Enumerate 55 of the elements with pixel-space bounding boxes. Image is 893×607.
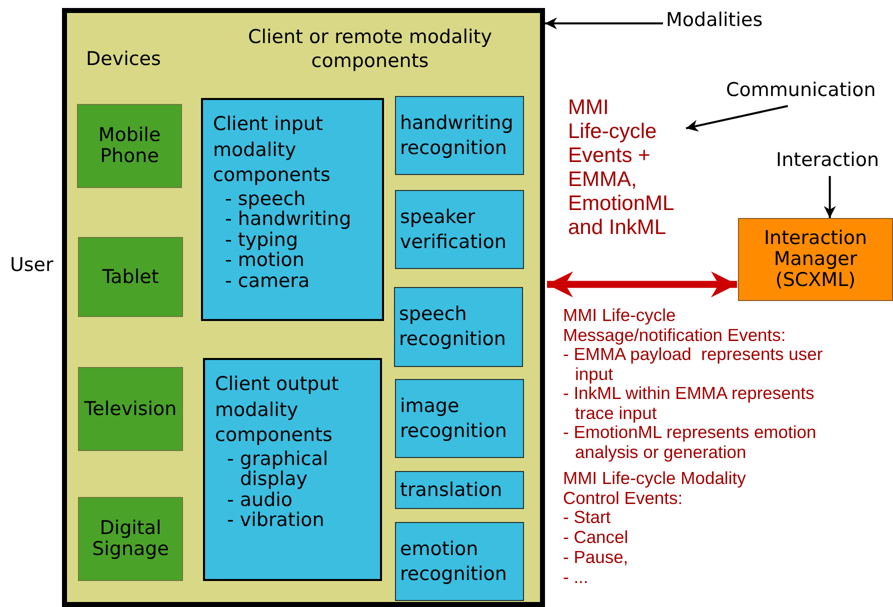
note-item: - InkML within EMMA represents trace input: [563, 384, 816, 423]
box-label: Interaction Manager (SCXML): [762, 228, 868, 291]
device-box: [78, 497, 183, 581]
list-item: - typing: [225, 230, 298, 250]
box-label: Mobile Phone: [97, 125, 162, 167]
list-item: - speech: [225, 188, 307, 209]
box-label: handwriting recognition: [400, 110, 514, 160]
annotation-label: Modalities: [666, 8, 764, 32]
device-box: [78, 237, 183, 317]
arrow: [545, 17, 663, 30]
box-label: translation: [400, 478, 502, 502]
note-item: - Cancel: [563, 528, 630, 548]
note-item: - ...: [563, 568, 590, 588]
component-heading: Client output modality components: [215, 372, 340, 448]
component-heading: Client input modality components: [213, 112, 332, 188]
box-label: speaker verification: [400, 204, 508, 254]
annotation-label: Communication: [726, 78, 877, 102]
component-list-box: [201, 98, 384, 321]
box-label: Tablet: [102, 266, 159, 288]
modalities-panel: [62, 8, 545, 607]
component-list-box: [203, 358, 382, 581]
list-item: - audio: [227, 490, 293, 510]
list-item: - motion: [225, 250, 306, 270]
list-item: - vibration: [227, 510, 326, 530]
annotation-label: Interaction: [776, 148, 880, 172]
device-box: [77, 104, 182, 188]
panel-heading: Devices: [86, 47, 161, 71]
arrow: [686, 105, 788, 132]
list-item: - graphical display: [227, 448, 330, 490]
component-box: [395, 471, 524, 509]
note-item: - EmotionML represents emotion analysis or generation: [563, 423, 818, 462]
note-item: - Pause,: [563, 548, 630, 568]
note-heading: MMI Life-cycle Modality Control Events:: [563, 469, 747, 508]
component-box: [395, 190, 524, 269]
panel-heading: Client or remote modality components: [246, 25, 493, 73]
box-label: emotion recognition: [400, 536, 508, 586]
component-box: [395, 379, 524, 458]
note-heading: MMI Life-cycle Message/notification Events:: [563, 306, 787, 345]
box-label: speech recognition: [399, 302, 507, 352]
arrow: [824, 176, 836, 218]
double-arrow: [547, 271, 737, 298]
component-box: [395, 522, 524, 601]
box-label: Digital Signage: [91, 518, 170, 560]
box-label: Television: [84, 398, 177, 420]
list-item: - camera: [225, 270, 311, 291]
device-box: [78, 367, 183, 451]
list-item: - handwriting: [225, 209, 352, 230]
component-box: [395, 96, 524, 175]
user-label: User: [10, 254, 54, 276]
manager-box: [738, 218, 893, 301]
box-label: image recognition: [400, 394, 508, 444]
note-item: - Start: [563, 508, 612, 528]
event-label: MMI Life-cycle Events + EMMA, EmotionML and InkML: [568, 96, 674, 240]
note-item: - EMMA payload represents user input: [563, 345, 824, 384]
component-box: [394, 287, 523, 367]
